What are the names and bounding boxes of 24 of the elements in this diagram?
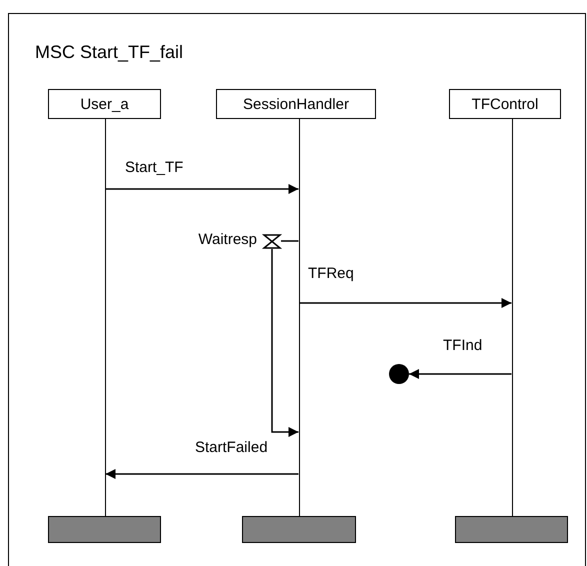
message-arrow	[106, 469, 298, 479]
lifeline-end-bar	[455, 516, 568, 543]
lifeline-head-box	[216, 89, 376, 119]
message-label: Start_TF	[123, 159, 186, 176]
lifeline-end-bar	[242, 516, 356, 543]
timer-label: Waitresp	[198, 231, 257, 248]
instance-name: SessionHandler	[243, 96, 349, 112]
lost-message-dot	[389, 364, 409, 384]
instance-name: User_a	[80, 96, 129, 112]
message-arrow	[300, 298, 512, 308]
instance-name: TFControl	[472, 96, 538, 112]
lifeline-head-box	[48, 89, 161, 119]
message-label: TFReq	[306, 265, 356, 282]
msc-frame	[8, 13, 586, 566]
lifeline-head-box	[449, 89, 561, 119]
message-arrow	[409, 369, 512, 379]
timer-icon	[263, 234, 281, 249]
lifeline-end-bar	[48, 516, 161, 543]
lifeline	[298, 119, 300, 516]
message-arrow	[106, 184, 298, 194]
lifeline	[104, 119, 106, 516]
frame-label: MSC Start_TF_fail	[35, 42, 184, 63]
message-arrow	[271, 249, 298, 437]
connector-line	[281, 240, 298, 242]
